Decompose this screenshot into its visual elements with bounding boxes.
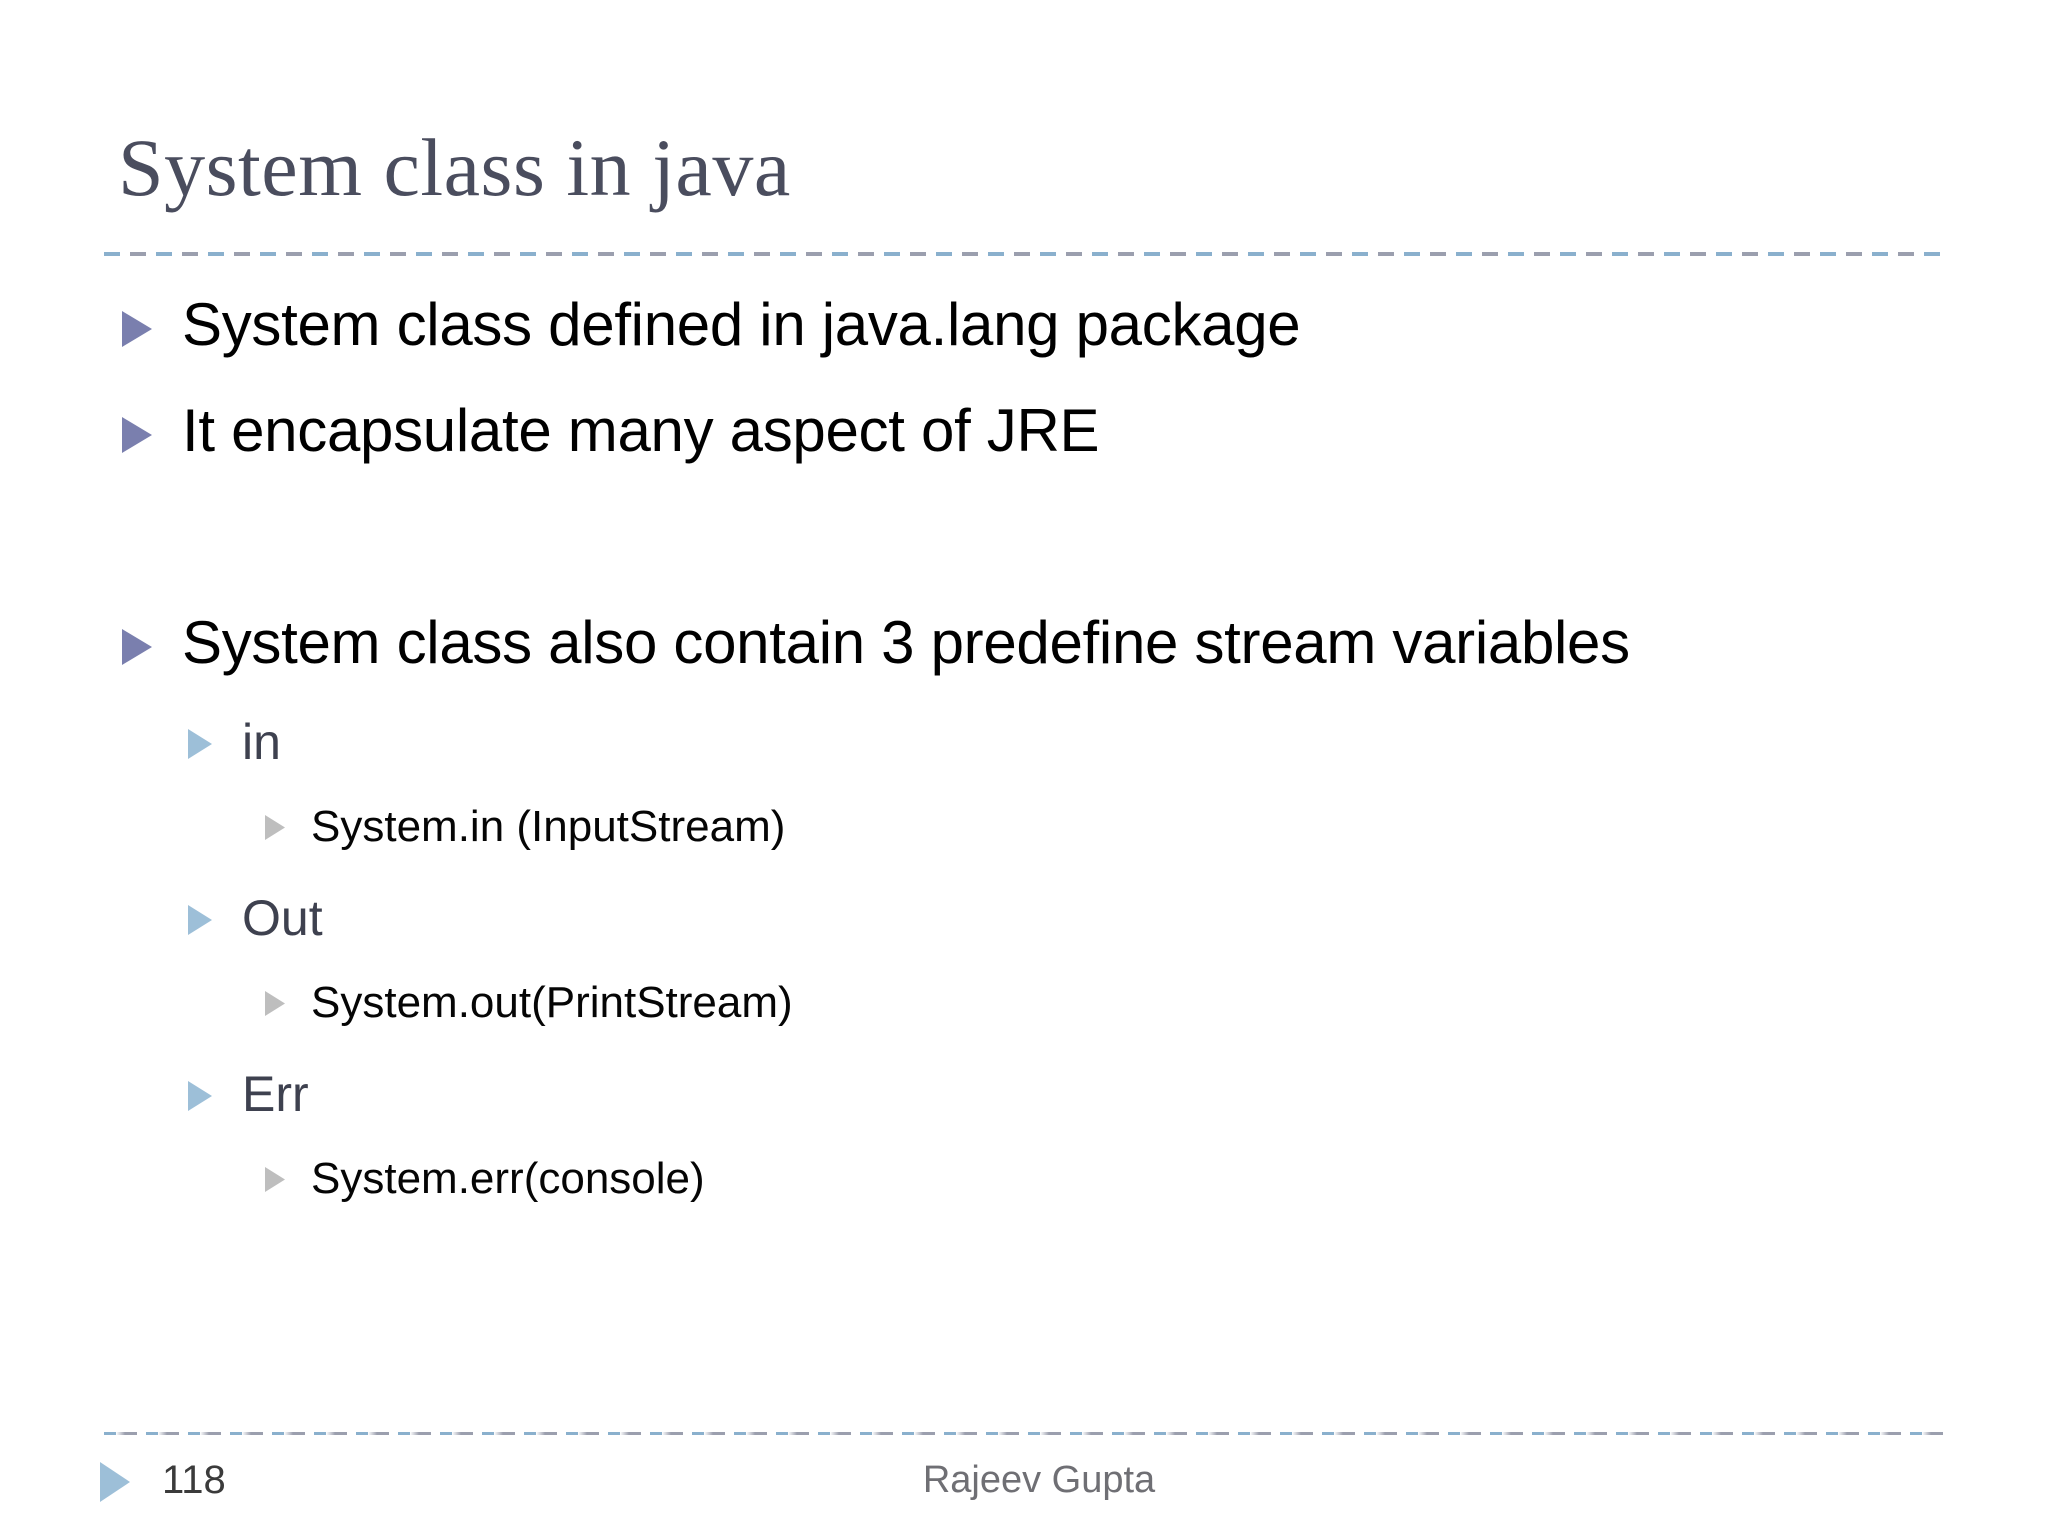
triangle-right-icon xyxy=(265,1167,285,1192)
bullet-text: Err xyxy=(242,1066,309,1122)
bullet-item: Out xyxy=(0,885,2048,973)
triangle-right-icon xyxy=(100,1462,130,1502)
bullet-text: Out xyxy=(242,890,323,946)
bullet-text: System.in (InputStream) xyxy=(311,802,786,851)
bullet-item: System class also contain 3 predefine st… xyxy=(0,603,2048,709)
triangle-right-icon xyxy=(188,1081,212,1111)
triangle-right-icon xyxy=(188,905,212,935)
bullet-item: System.in (InputStream) xyxy=(0,797,2048,885)
bullet-item: System.err(console) xyxy=(0,1149,2048,1237)
slide-footer: 118 Rajeev Gupta xyxy=(0,1448,2048,1528)
triangle-right-icon xyxy=(122,629,152,665)
bullet-text: System class defined in java.lang packag… xyxy=(182,291,1301,358)
page-title: System class in java xyxy=(118,122,791,213)
bullet-item: in xyxy=(0,709,2048,797)
triangle-right-icon xyxy=(265,815,285,840)
bullet-item: System class defined in java.lang packag… xyxy=(0,285,2048,391)
footer-divider xyxy=(104,1432,1950,1435)
bullet-text: It encapsulate many aspect of JRE xyxy=(182,397,1100,464)
title-divider xyxy=(104,252,1950,256)
bullet-item: Err xyxy=(0,1061,2048,1149)
bullet-item: It encapsulate many aspect of JRE xyxy=(0,391,2048,497)
bullet-item: System.out(PrintStream) xyxy=(0,973,2048,1061)
bullet-text: System.err(console) xyxy=(311,1154,705,1203)
title-block: System class in java xyxy=(118,120,1938,230)
triangle-right-icon xyxy=(265,991,285,1016)
bullet-text: System.out(PrintStream) xyxy=(311,978,793,1027)
bullet-text: System class also contain 3 predefine st… xyxy=(182,609,1630,676)
bullet-spacer xyxy=(0,497,2048,603)
page-number: 118 xyxy=(162,1458,226,1502)
triangle-right-icon xyxy=(122,311,152,347)
triangle-right-icon xyxy=(122,417,152,453)
bullet-text: in xyxy=(242,714,281,770)
footer-author: Rajeev Gupta xyxy=(922,1459,1156,1501)
bullet-list: System class defined in java.lang packag… xyxy=(0,285,2048,1237)
triangle-right-icon xyxy=(188,729,212,759)
